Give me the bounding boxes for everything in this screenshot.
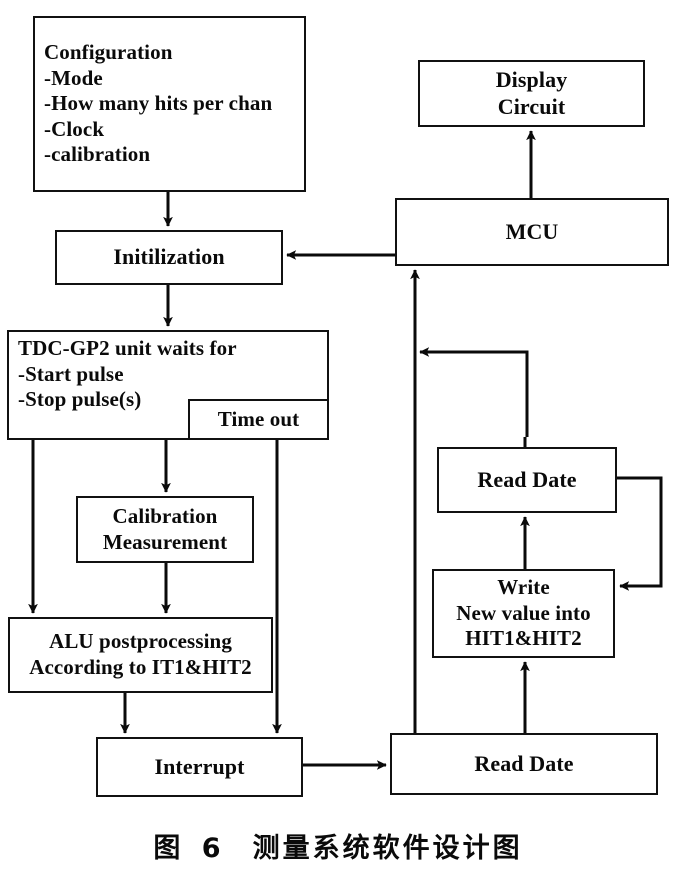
write-line-2: New value into — [456, 600, 591, 625]
figure-title: 测量系统软件设计图 — [252, 833, 523, 864]
node-initilization[interactable]: Initilization — [55, 230, 283, 285]
edge-read-date-upper-loop-to-write — [617, 476, 663, 591]
calibration-line-1: Calibration — [112, 503, 218, 528]
node-write-new-value[interactable]: Write New value into HIT1&HIT2 — [432, 569, 615, 658]
write-line-3: HIT1&HIT2 — [465, 626, 582, 651]
calibration-line-2: Measurement — [102, 529, 228, 554]
node-display-circuit[interactable]: Display Circuit — [418, 60, 645, 127]
tdc-line-3: -Stop pulse(s) — [18, 387, 142, 412]
alu-line-2: According to IT1&HIT2 — [29, 655, 252, 679]
node-alu-postprocessing[interactable]: ALU postprocessing According to IT1&HIT2 — [8, 617, 273, 693]
node-calibration-measurement[interactable]: Calibration Measurement — [76, 496, 254, 563]
node-time-out[interactable]: Time out — [188, 399, 329, 440]
display-circuit-line-1: Display — [495, 66, 568, 92]
node-read-date-lower[interactable]: Read Date — [390, 733, 658, 795]
read-date-upper-label: Read Date — [477, 466, 577, 492]
configuration-line-5: -calibration — [44, 142, 151, 167]
node-mcu[interactable]: MCU — [395, 198, 669, 266]
configuration-line-1: Configuration — [44, 39, 173, 64]
tdc-line-2: -Start pulse — [18, 361, 124, 386]
figure-number: 图 6 — [153, 833, 227, 864]
configuration-line-2: -Mode — [44, 65, 103, 90]
time-out-label: Time out — [217, 406, 300, 431]
alu-line-1: ALU postprocessing — [49, 629, 232, 654]
edge-read-date-elbow-left — [419, 347, 529, 437]
node-read-date-upper[interactable]: Read Date — [437, 447, 617, 513]
mcu-label: MCU — [505, 218, 559, 244]
write-line-1: Write — [497, 575, 550, 600]
figure-caption: 图 6 测量系统软件设计图 — [0, 826, 676, 865]
interrupt-label: Interrupt — [154, 753, 245, 779]
display-circuit-line-2: Circuit — [497, 93, 566, 119]
read-date-lower-label: Read Date — [474, 750, 574, 776]
configuration-line-4: -Clock — [44, 116, 105, 141]
initilization-label: Initilization — [113, 244, 225, 270]
tdc-line-1: TDC-GP2 unit waits for — [18, 336, 237, 360]
node-interrupt[interactable]: Interrupt — [96, 737, 303, 797]
node-configuration[interactable]: Configuration -Mode -How many hits per c… — [33, 16, 306, 192]
configuration-line-3: -How many hits per chan — [44, 91, 273, 116]
